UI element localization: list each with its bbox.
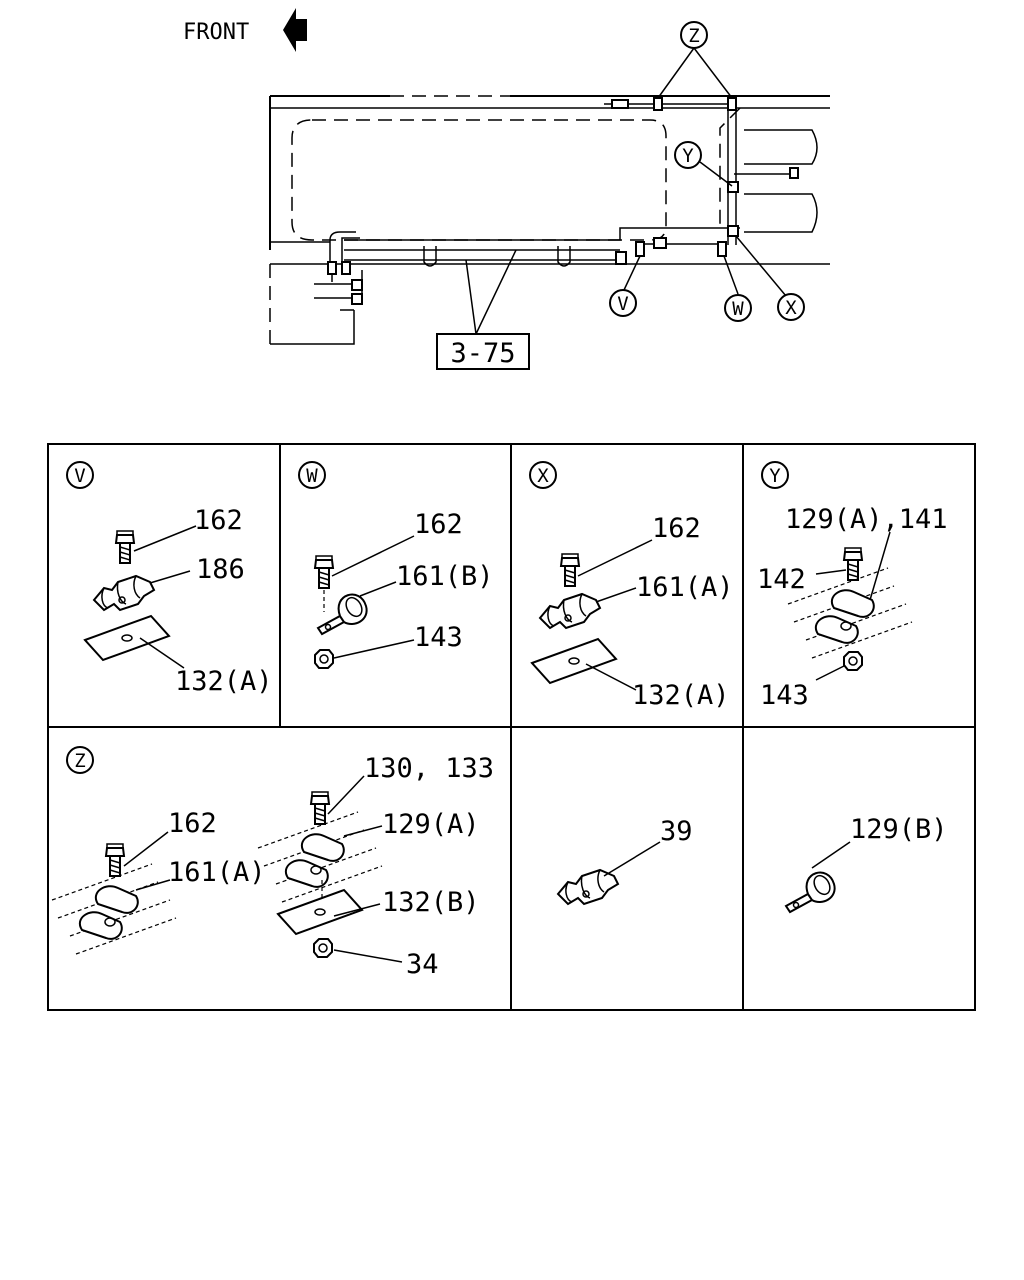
panel-129b-label: 129(B)	[850, 814, 948, 845]
panel-z-label-3: 130, 133	[364, 753, 494, 784]
front-label: FRONT	[183, 20, 249, 45]
panel-z: Z 162 161(A) 130, 133 129(A) 132(B) 34	[51, 746, 494, 980]
callout-y: Y	[682, 145, 694, 167]
front-arrow-icon	[283, 8, 307, 52]
panel-v-id: V	[74, 465, 85, 487]
overview-drawing: FRONT	[183, 8, 830, 370]
panel-y-id: Y	[769, 465, 781, 487]
panel-x-id: X	[537, 465, 549, 487]
panel-y-label-1: 129(A),141	[785, 504, 948, 535]
panel-x-label-3: 132(A)	[632, 680, 730, 711]
panel-w-id: W	[306, 465, 318, 487]
panel-v-label-3: 132(A)	[175, 666, 273, 697]
detail-grid	[47, 443, 976, 1011]
panel-y: Y 129(A),141 142 143	[757, 461, 948, 711]
panel-w-label-2: 161(B)	[396, 561, 494, 592]
panel-x: X 162 161(A) 132(A)	[529, 461, 734, 711]
panel-39-label: 39	[660, 816, 693, 847]
panel-z-label-1: 162	[168, 808, 217, 839]
panel-w: W 162 161(B) 143	[298, 461, 494, 669]
panel-x-label-2: 161(A)	[636, 572, 734, 603]
panel-z-label-5: 132(B)	[382, 887, 480, 918]
callout-v: V	[617, 293, 628, 315]
panel-y-label-3: 143	[760, 680, 809, 711]
panel-39: 39	[557, 816, 693, 905]
panel-z-label-6: 34	[406, 949, 439, 980]
panel-v: V 162 186 132(A)	[66, 461, 273, 697]
callout-x: X	[785, 297, 797, 319]
panel-v-label-2: 186	[196, 554, 245, 585]
panel-z-id: Z	[74, 750, 85, 772]
callout-w: W	[732, 298, 744, 320]
panel-w-label-1: 162	[414, 509, 463, 540]
callout-z: Z	[688, 25, 699, 47]
panel-y-label-2: 142	[757, 564, 806, 595]
panel-w-label-3: 143	[414, 622, 463, 653]
reference-box	[436, 333, 530, 370]
panel-z-label-2: 161(A)	[168, 857, 266, 888]
reference-label: 3-75	[450, 338, 515, 369]
panel-z-label-4: 129(A)	[382, 809, 480, 840]
panel-129b: 129(B)	[785, 814, 948, 913]
panel-v-label-1: 162	[194, 505, 243, 536]
panel-x-label-1: 162	[652, 513, 701, 544]
